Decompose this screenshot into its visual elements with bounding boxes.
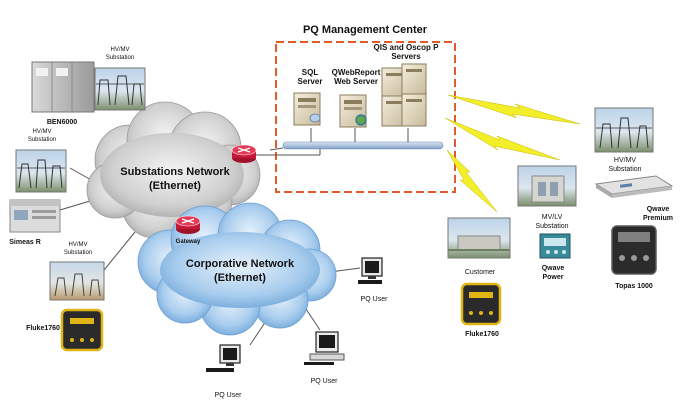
substation-right-label-1: HV/MV <box>614 157 637 164</box>
lightning-bolt-icon <box>446 149 498 213</box>
corporative-network-label-1: Corporative Network <box>186 258 295 270</box>
topas1000-label: Topas 1000 <box>615 283 653 290</box>
center-title: PQ Management Center <box>303 24 428 36</box>
corporative-network-label-2: (Ethernet) <box>214 272 266 284</box>
ben6000-cabinet-icon <box>31 61 95 113</box>
qis-servers-icon <box>381 63 427 127</box>
ben6000-label: BEN6000 <box>47 119 77 126</box>
pq-user-computer-icon-3 <box>206 344 241 372</box>
simeas-r-label: Simeas R <box>9 239 41 246</box>
qwave-power-device-icon <box>539 233 571 259</box>
topas1000-device-icon <box>611 225 657 275</box>
pq-user-computer-icon-1 <box>358 257 383 284</box>
pq-user-computer-icon-2 <box>304 331 345 365</box>
substations-network-label-2: (Ethernet) <box>149 180 201 192</box>
sql-server-label-1: SQL <box>302 68 319 77</box>
mvlv-substation-label-1: MV/LV <box>542 214 563 221</box>
sql-server-label-2: Server <box>298 77 323 86</box>
pq-management-center: PQ Management Center SQL Server QWebRepo… <box>255 24 456 193</box>
pq-user-label-2: PQ User <box>311 378 339 385</box>
lightning-bolt-icon <box>447 94 581 125</box>
network-bus <box>282 141 444 150</box>
substation-photo-mid-left <box>15 149 67 193</box>
substation-top-label-2: Substation <box>106 55 134 61</box>
web-server-label-2: Web Server <box>334 77 378 86</box>
customer-site-photo <box>447 217 511 259</box>
qwave-premium-label-1: Qwave <box>647 206 670 213</box>
mvlv-substation-label-2: Substation <box>535 223 568 230</box>
router-icon-substations <box>231 144 257 163</box>
qwave-power-label-1: Qwave <box>542 265 565 272</box>
router-icon-gateway <box>175 215 201 234</box>
wireless-link-bolts <box>444 94 581 213</box>
web-server-label-1: QWebReport <box>332 68 381 77</box>
qis-servers-label-2: Servers <box>391 52 421 61</box>
qwave-premium-label-2: Premium <box>643 215 673 222</box>
simeas-r-device-icon <box>9 199 61 233</box>
qwave-power-label-2: Power <box>542 274 563 281</box>
gateway-label: Gateway <box>176 239 201 245</box>
substation-mid-label-1: HV/MV <box>32 129 51 135</box>
pq-user-label-1: PQ User <box>361 296 389 303</box>
corporative-network-cloud: Corporative Network (Ethernet) <box>137 202 337 336</box>
customer-label: Customer <box>465 269 496 276</box>
fluke1760-left-label: Fluke1760 <box>26 325 60 332</box>
sql-server-icon <box>293 92 321 126</box>
substation-mid-label-2: Substation <box>28 137 56 143</box>
substation-photo-bottom-left <box>49 261 105 301</box>
mvlv-substation-photo <box>517 165 577 207</box>
pq-user-label-3: PQ User <box>215 392 243 399</box>
substations-network-label-1: Substations Network <box>120 166 230 178</box>
substation-bottom-label-2: Substation <box>64 250 92 256</box>
substation-top-label-1: HV/MV <box>110 47 129 53</box>
qwave-premium-device-icon <box>594 175 674 198</box>
lightning-bolt-icon <box>444 117 561 161</box>
substation-right-label-2: Substation <box>608 166 641 173</box>
substation-photo-top-left <box>94 67 146 111</box>
fluke1760-right-label: Fluke1760 <box>465 331 499 338</box>
substation-bottom-label-1: HV/MV <box>68 242 87 248</box>
fluke1760-right-icon <box>460 282 502 326</box>
web-server-icon <box>339 94 367 128</box>
fluke1760-left-icon <box>60 308 104 352</box>
center-border <box>275 41 456 193</box>
substation-photo-right <box>594 107 654 153</box>
qis-servers-label-1: QIS and Oscop P <box>374 43 440 52</box>
